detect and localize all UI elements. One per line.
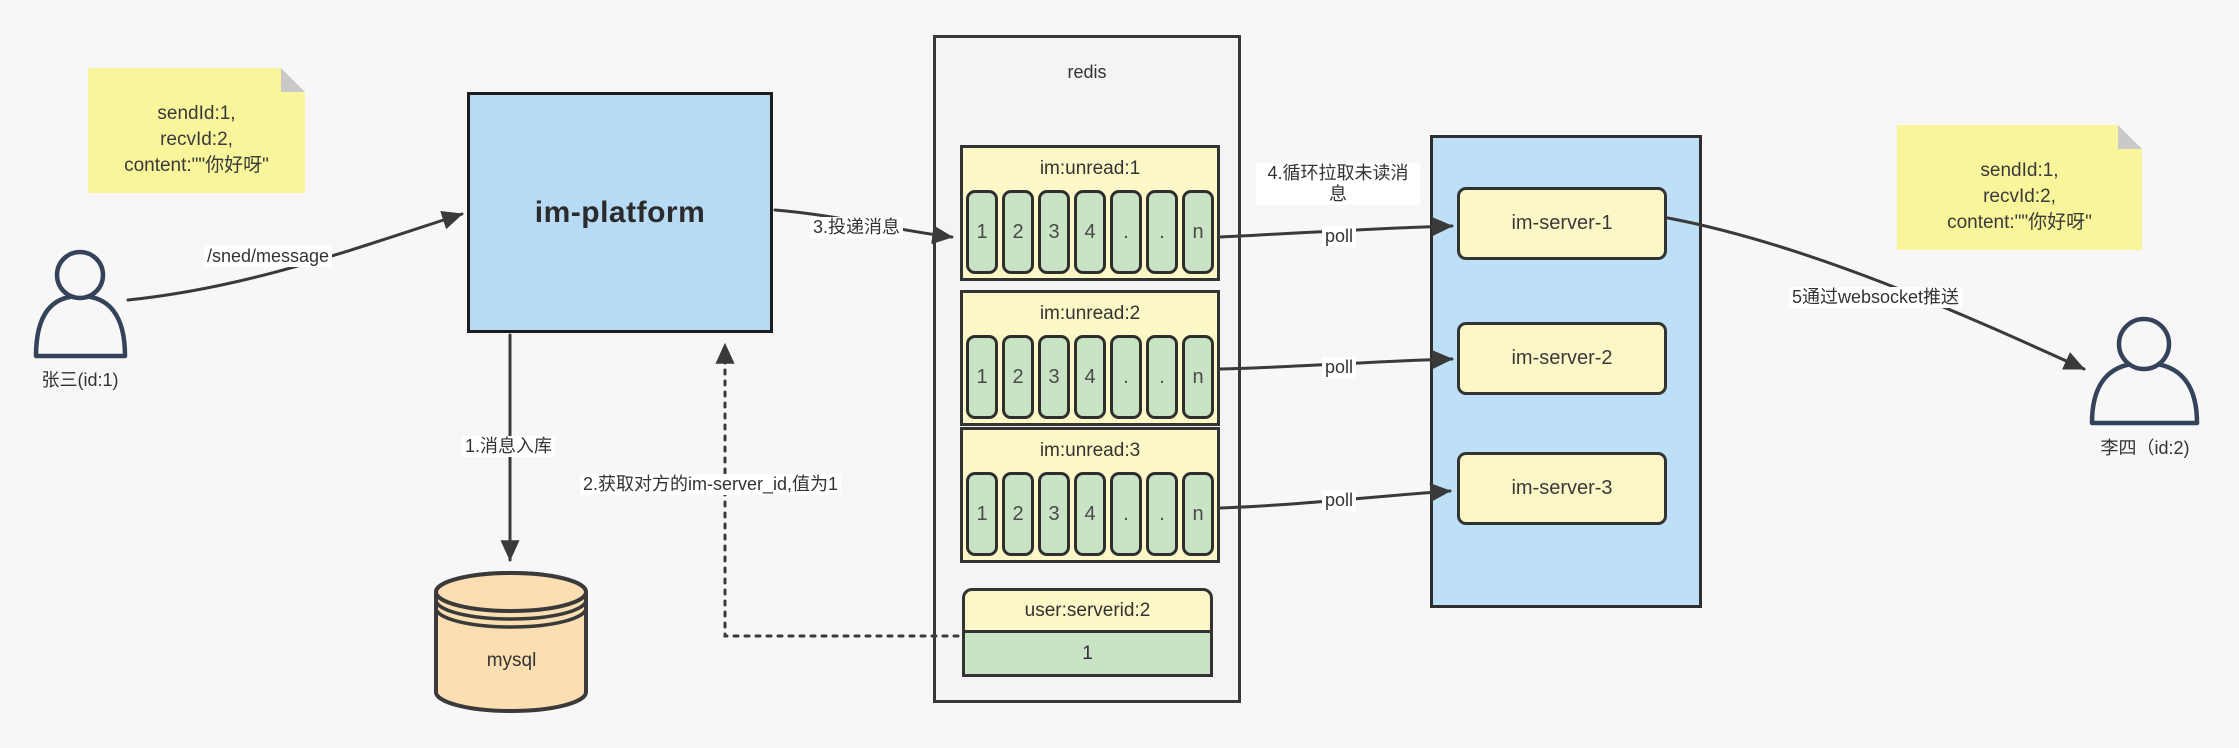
- im-server-2-label: im-server-2: [1511, 347, 1613, 369]
- user-serverid-header: user:serverid:2: [962, 588, 1213, 633]
- queue-cell: 3: [1038, 335, 1070, 419]
- queue-cells: 1 2 3 4 . . n: [963, 472, 1217, 556]
- queue-cell: 1: [966, 190, 998, 274]
- queue-cell: 1: [966, 335, 998, 419]
- person-sender-icon: [33, 249, 128, 359]
- im-server-1-label: im-server-1: [1511, 212, 1613, 234]
- queue-cell: 3: [1038, 472, 1070, 556]
- im-server-2-box: im-server-2: [1457, 322, 1667, 395]
- im-server-3-label: im-server-3: [1511, 477, 1613, 499]
- note-line: sendId:1,: [157, 102, 236, 124]
- sticky-note-right: sendId:1, recvId:2, content:""你好呀": [1897, 125, 2142, 250]
- queue-cells: 1 2 3 4 . . n: [963, 335, 1217, 419]
- queue-cell: 3: [1038, 190, 1070, 274]
- queue-cell: n: [1182, 335, 1214, 419]
- queue-cell: n: [1182, 472, 1214, 556]
- note-line: content:""你好呀": [1947, 211, 2092, 233]
- queue-cell: .: [1110, 335, 1142, 419]
- im-server-3-box: im-server-3: [1457, 452, 1667, 525]
- edge-label-send: /sned/message: [204, 246, 333, 267]
- edge-label-poll-1: poll: [1322, 226, 1357, 247]
- queue-group-unread-1: im:unread:1 1 2 3 4 . . n: [960, 145, 1220, 281]
- edge-label-step2: 2.获取对方的im-server_id,值为1: [580, 474, 842, 495]
- queue-cell: n: [1182, 190, 1214, 274]
- user-serverid-box: user:serverid:2 1: [962, 588, 1213, 677]
- queue-cell: .: [1110, 190, 1142, 274]
- queue-cell: 2: [1002, 190, 1034, 274]
- queue-group-unread-3: im:unread:3 1 2 3 4 . . n: [960, 427, 1220, 563]
- queue-cell: 1: [966, 472, 998, 556]
- queue-group-unread-2: im:unread:2 1 2 3 4 . . n: [960, 290, 1220, 426]
- edge-label-step1: 1.消息入库: [462, 436, 556, 457]
- im-platform-title: im-platform: [534, 195, 706, 229]
- edge-label-step3: 3.投递消息: [810, 217, 904, 238]
- queue-cell: 4: [1074, 472, 1106, 556]
- sticky-note-right-text: sendId:1, recvId:2, content:""你好呀": [1897, 125, 2142, 250]
- sticky-note-left-text: sendId:1, recvId:2, content:""你好呀": [88, 68, 305, 193]
- note-line: sendId:1,: [1980, 159, 2059, 181]
- edge-label-poll-3: poll: [1322, 490, 1357, 511]
- queue-cells: 1 2 3 4 . . n: [963, 190, 1217, 274]
- queue-cell: 4: [1074, 190, 1106, 274]
- queue-header: im:unread:3: [1039, 440, 1141, 461]
- queue-header: im:unread:2: [1039, 303, 1141, 324]
- person-receiver-icon: [2089, 316, 2200, 426]
- queue-cell: .: [1146, 190, 1178, 274]
- queue-cell: .: [1110, 472, 1142, 556]
- queue-cell: .: [1146, 335, 1178, 419]
- note-line: content:""你好呀": [124, 154, 269, 176]
- queue-cell: 2: [1002, 335, 1034, 419]
- edge-label-poll-2: poll: [1322, 357, 1357, 378]
- edge-label-step5: 5通过websocket推送: [1789, 287, 1963, 308]
- mysql-label: mysql: [486, 650, 537, 671]
- im-server-1-box: im-server-1: [1457, 187, 1667, 260]
- note-line: recvId:2,: [1983, 185, 2056, 207]
- sticky-fold-icon: [2118, 125, 2142, 149]
- note-line: recvId:2,: [160, 128, 233, 150]
- sender-label: 张三(id:1): [41, 370, 119, 390]
- im-platform-box: im-platform: [467, 92, 773, 333]
- mysql-database-icon: [434, 571, 588, 713]
- user-serverid-value: 1: [962, 633, 1213, 677]
- sticky-fold-icon: [281, 68, 305, 92]
- edge-label-step4: 4.循环拉取未读消息: [1256, 163, 1420, 205]
- queue-header: im:unread:1: [1039, 158, 1141, 179]
- redis-title: redis: [1067, 62, 1107, 82]
- queue-cell: .: [1146, 472, 1178, 556]
- sticky-note-left: sendId:1, recvId:2, content:""你好呀": [88, 68, 305, 193]
- queue-cell: 4: [1074, 335, 1106, 419]
- receiver-label: 李四（id:2): [2100, 438, 2190, 458]
- queue-cell: 2: [1002, 472, 1034, 556]
